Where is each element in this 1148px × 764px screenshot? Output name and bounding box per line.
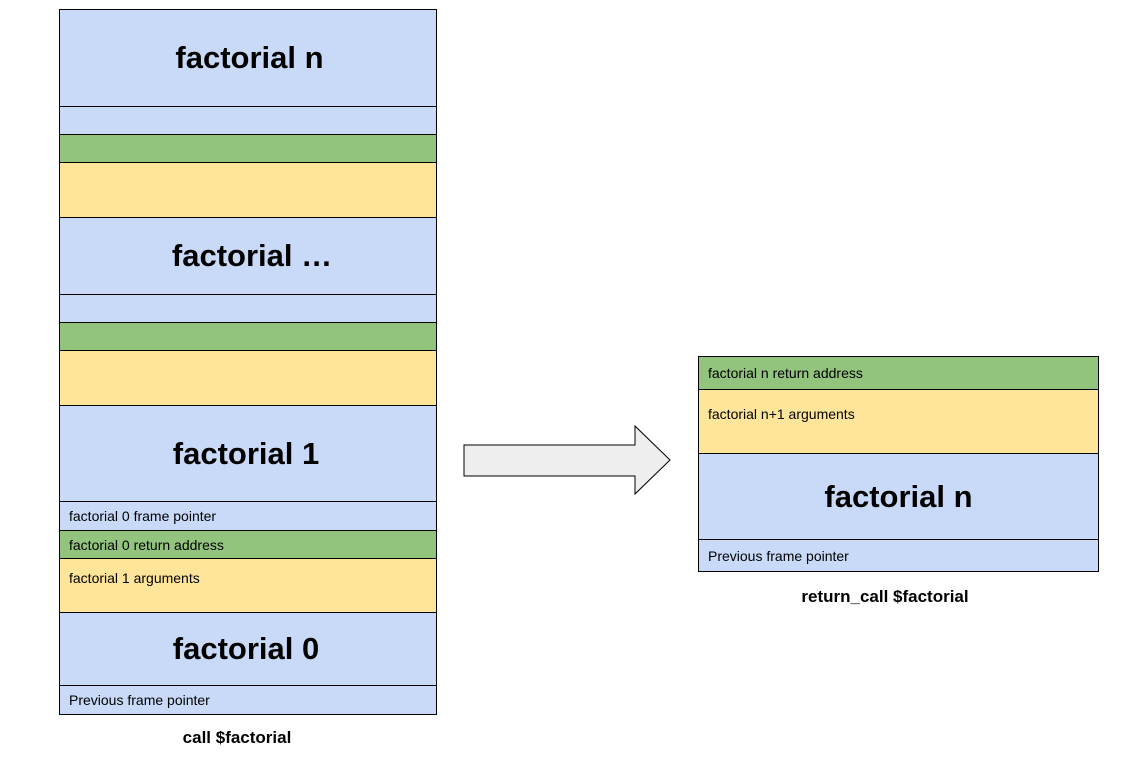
return-address-label: factorial 0 return address — [69, 536, 224, 553]
frame-pointer-slot: Previous frame pointer — [698, 539, 1099, 572]
right-arrow-icon — [463, 425, 671, 496]
frame-pointer-label: Previous frame pointer — [708, 547, 849, 564]
frame-title: factorial 1 — [172, 435, 320, 471]
arguments-slot: factorial n+1 arguments — [698, 389, 1099, 454]
frame-pointer-slot — [59, 294, 437, 323]
call-stack-diagram: factorial n factorial … factorial 1 fact… — [59, 9, 437, 715]
arguments-slot: factorial 1 arguments — [59, 558, 437, 613]
return-address-label: factorial n return address — [708, 365, 863, 381]
frame-pointer-slot: Previous frame pointer — [59, 685, 437, 715]
frame-title: factorial 0 — [172, 631, 320, 666]
frame-factorial-1: factorial 1 — [59, 405, 437, 502]
return-address-slot — [59, 134, 437, 163]
frame-pointer-label: factorial 0 frame pointer — [69, 508, 217, 524]
frame-pointer-slot: factorial 0 frame pointer — [59, 501, 437, 531]
frame-title: factorial n — [175, 40, 324, 75]
frame-factorial-ellipsis: factorial … — [59, 217, 437, 295]
frame-factorial-n: factorial n — [59, 9, 437, 107]
arguments-label: factorial n+1 arguments — [708, 406, 855, 422]
frame-title: factorial … — [171, 238, 333, 273]
return-address-slot: factorial n return address — [698, 356, 1099, 390]
frame-title: factorial n — [824, 478, 973, 514]
return-address-slot — [59, 322, 437, 351]
arguments-slot — [59, 162, 437, 218]
return-address-slot: factorial 0 return address — [59, 530, 437, 559]
frame-factorial-0: factorial 0 — [59, 612, 437, 686]
arguments-label: factorial 1 arguments — [69, 570, 200, 586]
tail-call-stack-diagram: factorial n return address factorial n+1… — [698, 356, 1099, 572]
right-caption: return_call $factorial — [801, 587, 969, 606]
arguments-slot — [59, 350, 437, 406]
frame-factorial-n: factorial n — [698, 453, 1099, 540]
frame-pointer-slot — [59, 106, 437, 135]
left-caption: call $factorial — [182, 728, 292, 747]
frame-pointer-label: Previous frame pointer — [69, 692, 210, 708]
